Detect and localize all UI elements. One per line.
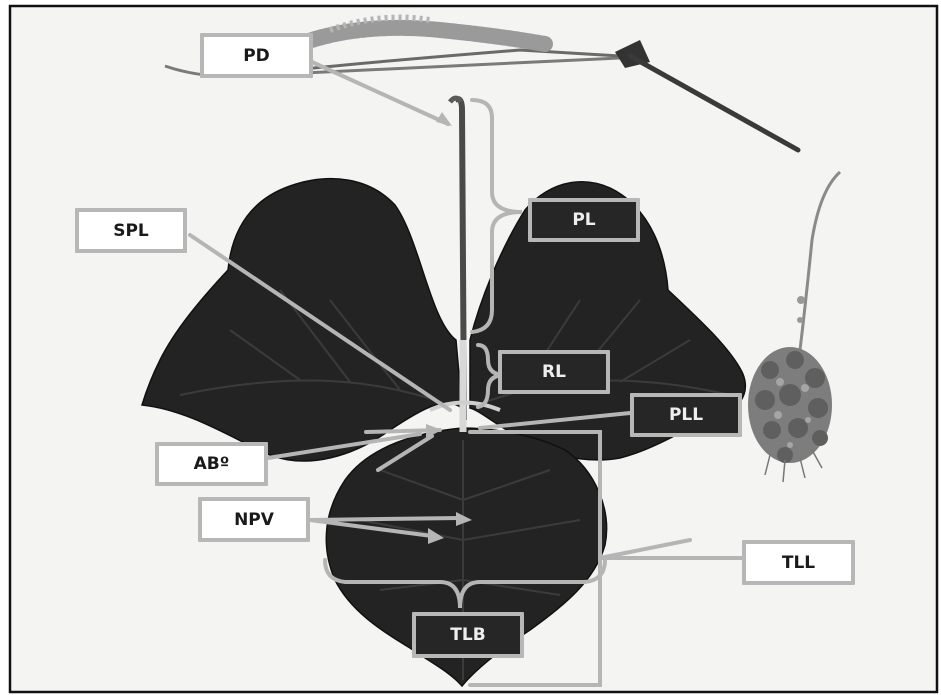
label-pl: PL xyxy=(528,198,640,242)
label-pd: PD xyxy=(200,33,313,78)
label-abo: ABº xyxy=(155,442,268,486)
label-rl: RL xyxy=(498,350,610,394)
label-tll: TLL xyxy=(742,540,855,585)
label-pll: PLL xyxy=(630,393,742,437)
label-tlb: TLB xyxy=(412,612,524,658)
label-spl: SPL xyxy=(75,208,187,253)
label-npv: NPV xyxy=(198,497,310,542)
